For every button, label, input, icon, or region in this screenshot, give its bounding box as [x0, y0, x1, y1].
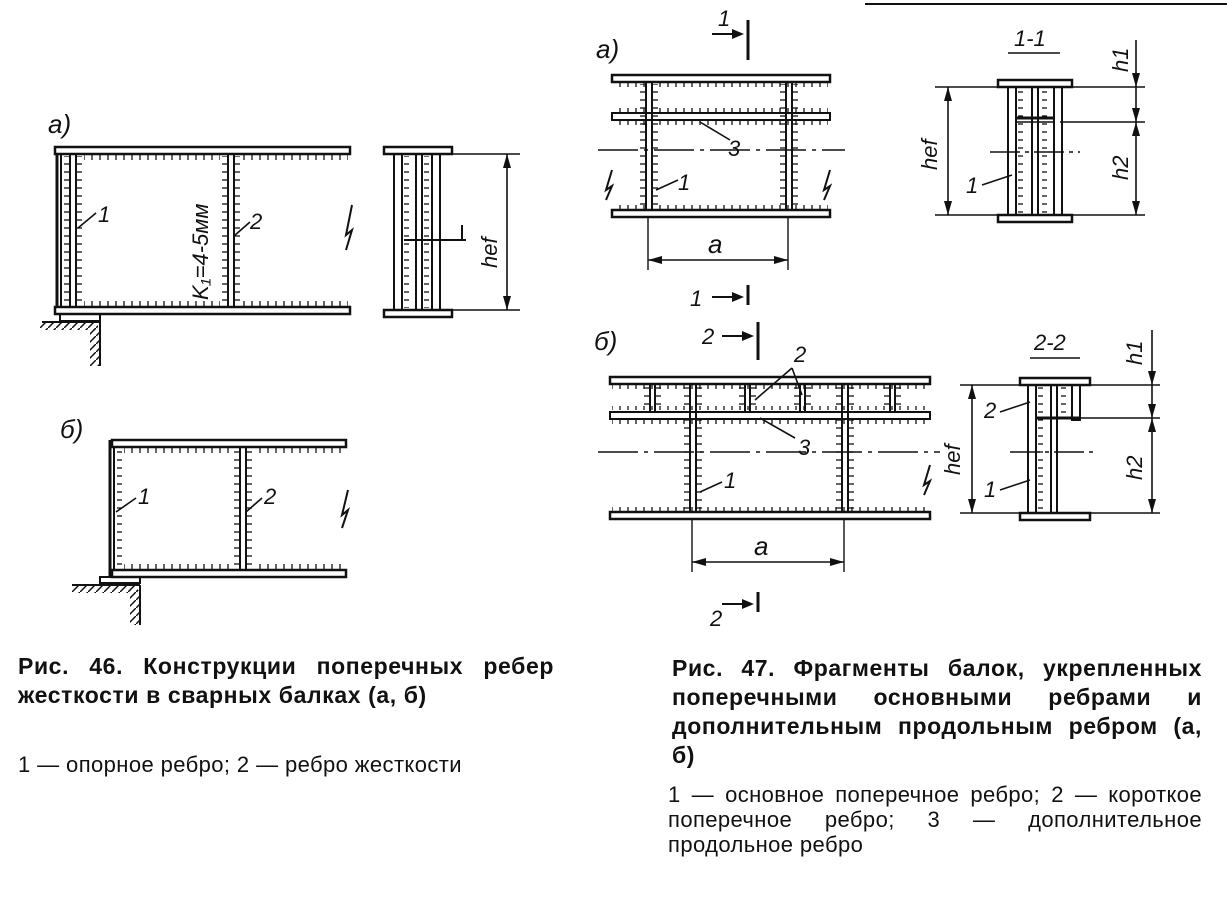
- fig47b-dim-a: a: [754, 531, 768, 561]
- fig47-label-b: б): [594, 326, 617, 356]
- fig46-weld-note: K₁=4-5мм: [188, 204, 213, 300]
- fig47a-callout-3: 3: [728, 136, 741, 161]
- fig47b-section: [960, 330, 1160, 522]
- fig47-caption-title: Рис. 47. Фрагменты балок, укрепленных по…: [672, 655, 1202, 768]
- support-rib: [69, 153, 77, 308]
- fig46-callout-1: 1: [98, 202, 110, 227]
- fig47b-callout-3: 3: [798, 435, 811, 460]
- fig47b-section-callout-1: 1: [984, 477, 996, 502]
- fig47a-dim-a: a: [708, 229, 722, 259]
- fig47b-elevation: [598, 322, 940, 612]
- fig47a-dim-h2: h2: [1108, 156, 1133, 180]
- fig47a-section-callout-1: 1: [966, 173, 978, 198]
- fig46-label-a: а): [48, 109, 71, 139]
- fig46-caption-legend: 1 — опорное ребро; 2 — ребро жесткости: [18, 752, 462, 777]
- fig46-callout-2: 2: [249, 209, 262, 234]
- fig47a-section: [935, 40, 1145, 224]
- fig47b-callout-1: 1: [724, 468, 736, 493]
- fig46b-callout-2: 2: [263, 484, 276, 509]
- fig46-caption-title: Рис. 46. Конструкции поперечных ребер же…: [18, 653, 554, 708]
- fig47b-callout-2: 2: [793, 342, 806, 367]
- fig47b-section-callout-2: 2: [983, 398, 996, 423]
- fig46b-elevation: [72, 438, 351, 625]
- fig47-cut-2-bottom: 2: [709, 606, 722, 631]
- fig47-cut-2-top: 2: [701, 324, 714, 349]
- stiffener-rib: [227, 153, 235, 308]
- fig47a-elevation: [598, 20, 845, 305]
- fig47a-dim-h1: h1: [1108, 48, 1133, 72]
- fig47b-dim-h2: h2: [1122, 456, 1147, 480]
- fig47a-callout-1: 1: [678, 170, 690, 195]
- fig47-cut-1-top: 1: [718, 6, 730, 31]
- fig47a-dim-hef: hef: [917, 137, 942, 170]
- fig47-section-2: 2-2: [1033, 330, 1066, 355]
- fig46a-elevation: [40, 145, 354, 366]
- fig46-label-b: б): [60, 414, 83, 444]
- fig47b-dim-hef: hef: [940, 442, 965, 475]
- fig47b-dim-h1: h1: [1122, 341, 1147, 365]
- fig46a-section: [382, 145, 520, 319]
- fig46b-callout-1: 1: [138, 484, 150, 509]
- fig47-label-a: а): [596, 34, 619, 64]
- fig47-caption-legend: 1 — основное поперечное ребро; 2 — корот…: [668, 782, 1202, 857]
- fig47-section-1: 1-1: [1014, 26, 1046, 51]
- fig47-cut-1-bottom: 1: [690, 286, 702, 311]
- fig46-dim-hef: hef: [477, 235, 502, 268]
